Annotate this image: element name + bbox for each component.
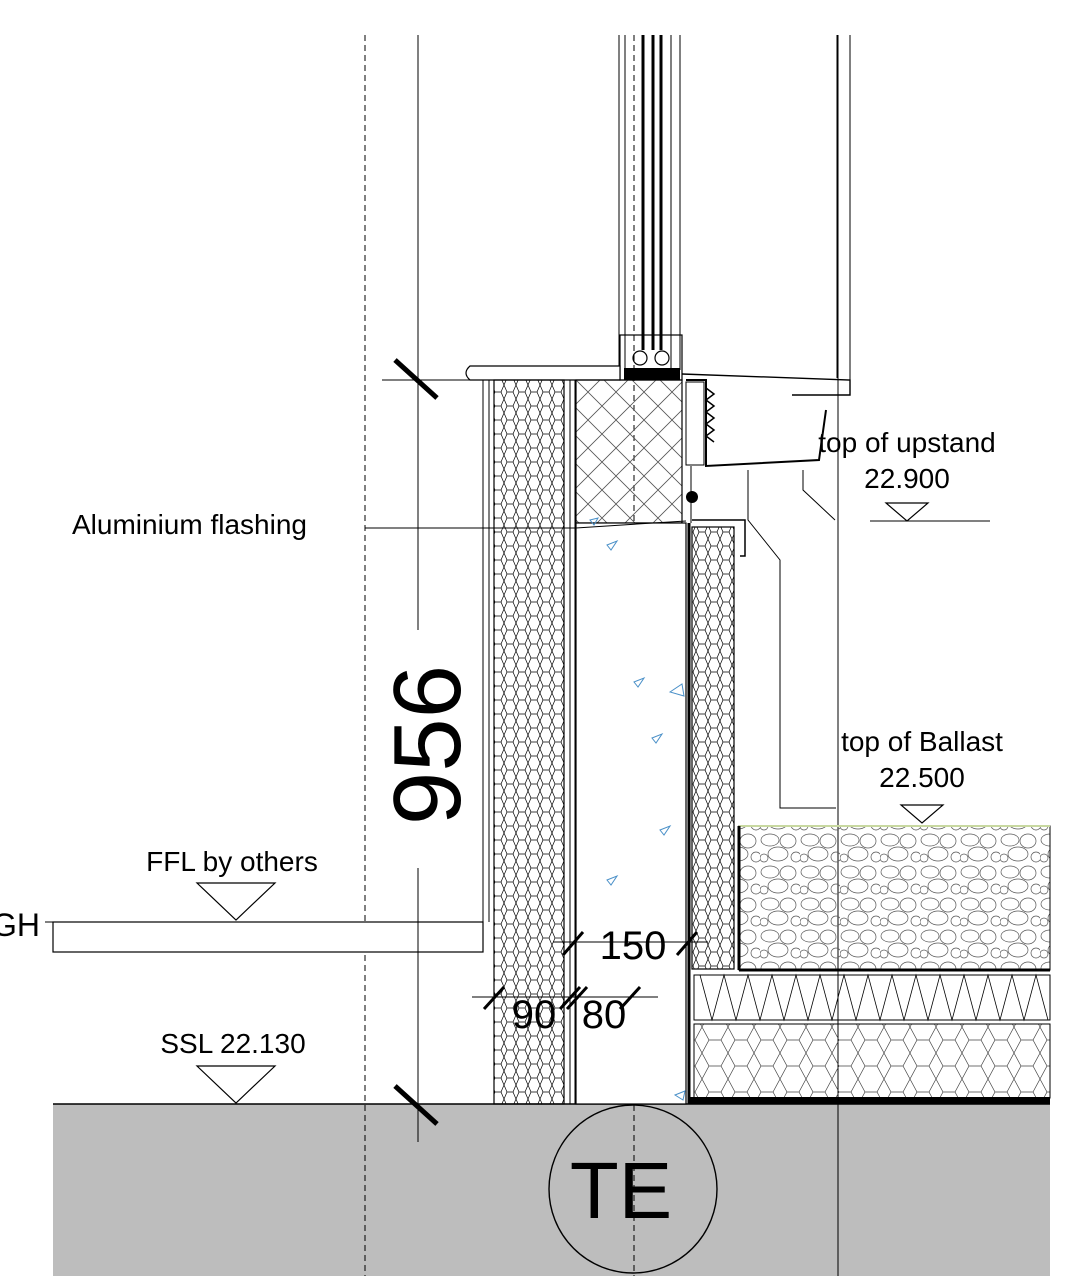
drainage-layer [693,973,1051,1022]
roof-insulation [693,1023,1051,1099]
dimension-150: 150 [553,924,708,968]
dimension-956: 956 [374,35,483,1142]
top-of-upstand-level: 22.900 [864,463,950,494]
timber-block [575,379,683,524]
top-of-ballast-label: top of Ballast [841,726,1003,757]
aluminium-flashing [685,379,836,809]
ssl-label: SSL 22.130 [160,1028,305,1059]
te-tag-label: TE [570,1146,672,1235]
level-marker-upstand: top of upstand 22.900 [818,427,996,522]
dimension-90-value: 90 [512,993,557,1037]
dimension-90-80: 90 80 [472,985,658,1037]
dimension-80-value: 80 [582,993,627,1037]
te-tag: TE [548,1104,718,1274]
vapour-control-layer [689,1097,1050,1104]
dimension-150-value: 150 [600,924,667,968]
structural-slab [53,1104,1050,1276]
outer-insulation [493,379,565,1105]
upstand-insulation [691,526,735,970]
ballast [738,825,1051,971]
level-marker-ssl: SSL 22.130 [160,1028,306,1104]
gh-fragment: GH [0,907,40,943]
top-of-upstand-label: top of upstand [818,427,995,458]
ffl-label: FFL by others [146,846,318,877]
aluminium-flashing-label: Aluminium flashing [72,509,307,540]
concrete-aggregate [589,517,686,1101]
level-marker-ffl: FFL by others [146,846,318,921]
level-marker-ballast: top of Ballast 22.500 [841,726,1003,824]
top-of-ballast-level: 22.500 [879,762,965,793]
window-frame [618,35,851,395]
floor-finish [45,921,484,953]
dimension-956-value: 956 [374,665,481,825]
concrete-upstand [575,522,687,1105]
